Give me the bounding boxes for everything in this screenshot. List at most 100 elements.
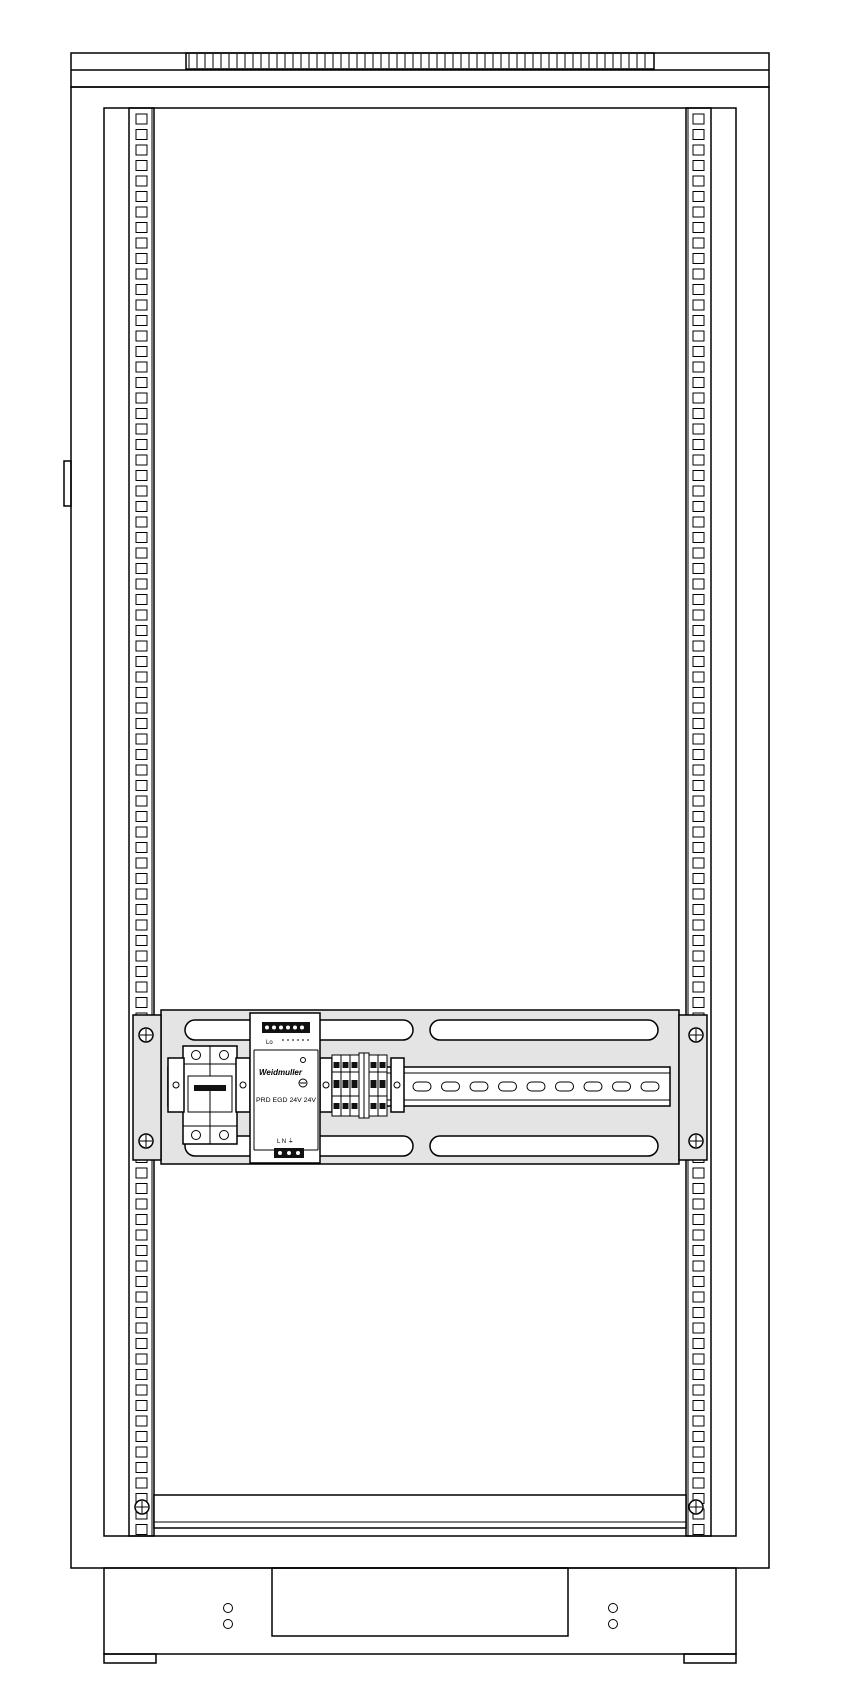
rail-hole bbox=[135, 687, 148, 698]
rail-hole bbox=[135, 1477, 148, 1489]
rail-hole bbox=[135, 1167, 148, 1179]
ventilation-slots bbox=[188, 54, 646, 68]
rail-hole bbox=[135, 1338, 148, 1349]
din-rail-slot bbox=[412, 1081, 432, 1092]
rail-hole bbox=[135, 439, 148, 450]
rail-hole bbox=[692, 966, 705, 977]
din-rail-slot bbox=[583, 1081, 603, 1092]
rail-hole bbox=[692, 129, 705, 140]
screw-head-icon bbox=[688, 1133, 704, 1149]
rail-hole bbox=[135, 547, 148, 559]
terminal-block bbox=[377, 1054, 388, 1117]
rail-hole bbox=[135, 563, 148, 574]
rail-hole bbox=[135, 1198, 148, 1210]
rail-hole bbox=[135, 1400, 148, 1411]
terminal-block bbox=[340, 1054, 351, 1117]
terminal-block bbox=[349, 1054, 360, 1117]
rail-hole bbox=[135, 904, 148, 915]
rail-hole bbox=[692, 1322, 705, 1334]
rail-hole bbox=[135, 795, 148, 807]
bottom-crossbar bbox=[134, 1494, 704, 1529]
rail-hole bbox=[692, 578, 705, 590]
rail-hole bbox=[692, 981, 705, 993]
rail-hole bbox=[692, 563, 705, 574]
potentiometer-icon bbox=[298, 1078, 308, 1088]
rail-hole bbox=[135, 935, 148, 946]
rail-hole bbox=[135, 873, 148, 884]
din-rail-slot bbox=[612, 1081, 631, 1092]
rail-hole bbox=[692, 1214, 705, 1225]
rail-hole bbox=[692, 857, 705, 869]
rail-hole bbox=[135, 408, 148, 419]
rail-hole bbox=[135, 1229, 148, 1241]
rail-hole bbox=[692, 377, 705, 388]
din-rail-slot bbox=[469, 1081, 489, 1092]
end-clamp-left bbox=[167, 1057, 185, 1113]
rail-hole bbox=[135, 1245, 148, 1256]
rail-hole bbox=[692, 904, 705, 915]
rail-hole bbox=[692, 470, 705, 481]
rail-hole bbox=[135, 377, 148, 388]
rail-hole bbox=[135, 671, 148, 683]
rail-hole bbox=[692, 191, 705, 202]
rail-hole bbox=[135, 826, 148, 838]
rail-hole bbox=[692, 1462, 705, 1473]
rail-hole bbox=[135, 1276, 148, 1287]
power-supply-unit: Lo Weidmuller PRD EGD 24V 24V L N ⏚ bbox=[249, 1012, 321, 1164]
rail-hole bbox=[135, 888, 148, 900]
rail-hole bbox=[135, 485, 148, 497]
rail-hole bbox=[692, 625, 705, 636]
rail-hole bbox=[135, 516, 148, 528]
screw-head-icon bbox=[688, 1499, 704, 1515]
end-clamp-after-psu bbox=[319, 1057, 333, 1113]
rail-hole bbox=[692, 1183, 705, 1194]
rail-hole bbox=[692, 1353, 705, 1365]
rail-hole bbox=[135, 1384, 148, 1396]
rail-hole bbox=[135, 160, 148, 171]
rail-hole bbox=[135, 1291, 148, 1303]
rail-hole bbox=[692, 346, 705, 357]
rail-hole bbox=[692, 950, 705, 962]
psu-brand: Weidmuller bbox=[259, 1068, 303, 1077]
rail-hole bbox=[135, 981, 148, 993]
rail-hole bbox=[135, 237, 148, 249]
rail-hole bbox=[692, 485, 705, 497]
rail-hole bbox=[692, 268, 705, 280]
rail-hole bbox=[692, 1338, 705, 1349]
rail-hole bbox=[135, 1322, 148, 1334]
rail-hole bbox=[135, 175, 148, 187]
rail-hole bbox=[692, 1446, 705, 1458]
rail-hole bbox=[135, 1353, 148, 1365]
rail-hole bbox=[135, 625, 148, 636]
terminal-block-group bbox=[331, 1052, 388, 1119]
rail-hole bbox=[135, 1462, 148, 1473]
rail-hole bbox=[135, 1260, 148, 1272]
rail-hole bbox=[692, 454, 705, 466]
rail-hole bbox=[692, 361, 705, 373]
rail-hole bbox=[135, 1369, 148, 1380]
rail-hole bbox=[135, 656, 148, 667]
rail-hole bbox=[692, 671, 705, 683]
rail-hole bbox=[692, 1307, 705, 1318]
rail-hole bbox=[692, 113, 705, 125]
rail-hole bbox=[692, 764, 705, 776]
rail-hole bbox=[692, 749, 705, 760]
screw-head-icon bbox=[138, 1133, 154, 1149]
cabinet-body bbox=[63, 86, 770, 1569]
rail-hole bbox=[692, 1384, 705, 1396]
rail-hole bbox=[135, 594, 148, 605]
rail-hole bbox=[135, 206, 148, 218]
rail-hole bbox=[692, 795, 705, 807]
rail-hole bbox=[692, 997, 705, 1008]
rail-hole bbox=[135, 1415, 148, 1427]
rail-hole bbox=[692, 826, 705, 838]
rail-hole bbox=[135, 454, 148, 466]
left-mounting-rail bbox=[128, 107, 155, 1537]
rail-hole bbox=[135, 749, 148, 760]
rail-holes-left bbox=[135, 113, 148, 1535]
rail-hole bbox=[135, 780, 148, 791]
end-clamp-right bbox=[390, 1057, 405, 1113]
rail-hole bbox=[135, 811, 148, 822]
circuit-breaker bbox=[182, 1045, 238, 1145]
